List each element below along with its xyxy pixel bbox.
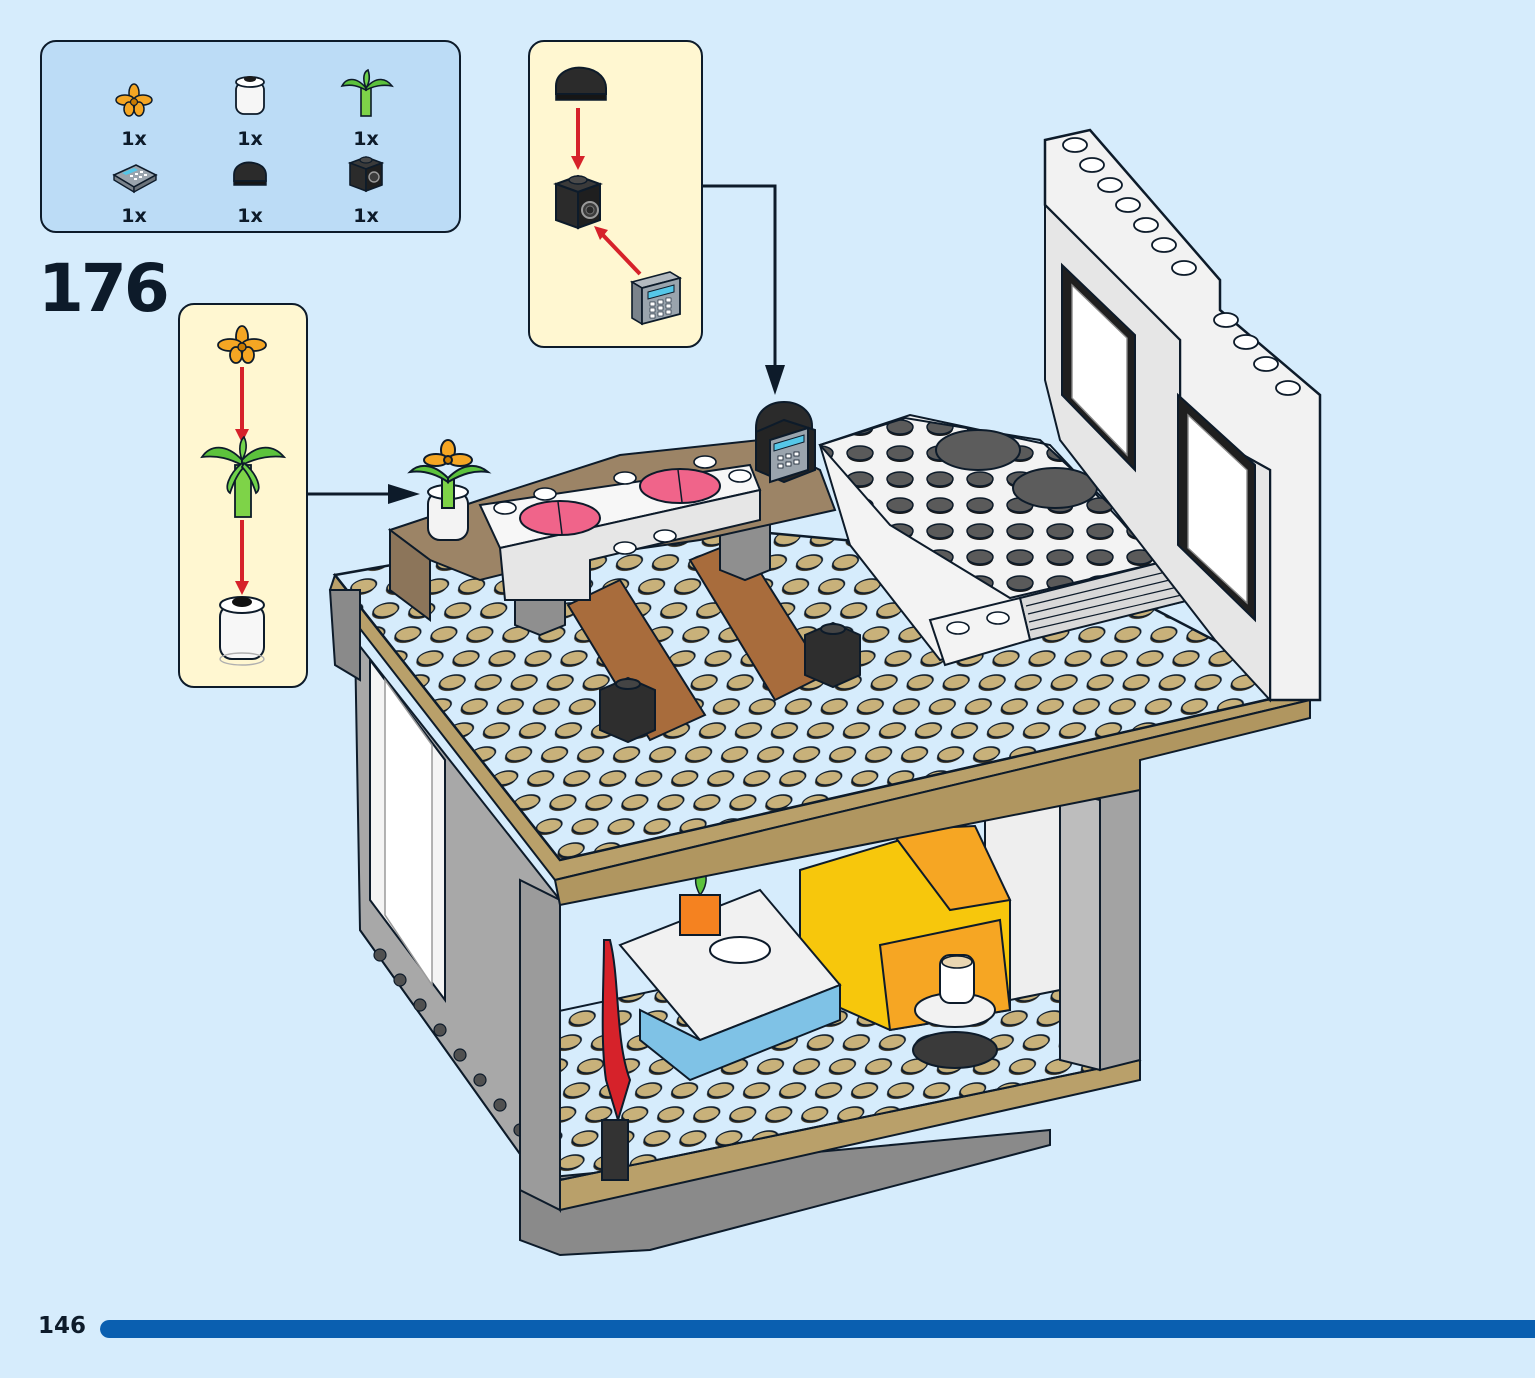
part-qty: 1x [237,128,263,150]
rounded-tile-icon [555,66,607,101]
placed-flower [407,439,492,541]
callout-flower-assembly [178,303,308,688]
orange-pot [679,894,721,936]
round-table-base [912,1031,998,1069]
model-illustration [328,128,1322,1257]
plant-stem-icon [340,68,394,117]
plant-stem-icon [200,435,287,518]
parts-list: 1x 1x 1x 1x [40,40,461,233]
keypad-tile-icon [629,271,683,326]
part-qty: 1x [353,128,379,150]
burner-right [1012,467,1098,509]
part-flower: 1x [104,68,184,150]
progress-bar-fill [100,1320,1535,1338]
placed-keypad-brick [755,400,816,484]
part-qty: 1x [121,128,147,150]
flower-icon [217,325,267,364]
flower-assembly-diagram [200,325,287,666]
part-rounded-tile: 1x [220,145,300,227]
round-brick-transparent-icon [235,76,265,115]
part-keypad-tile: 1x [104,145,184,227]
step-number: 176 [38,250,170,327]
progress-bar [100,1320,1535,1338]
flower-icon [115,83,153,117]
burner-left [935,429,1021,471]
round-brick-transparent-icon [219,596,265,666]
keypad-assembly-diagram [553,66,683,326]
part-round-brick: 1x [220,68,300,150]
part-qty: 1x [121,205,147,227]
part-plant-stem: 1x [336,68,416,150]
base-bottom [519,1128,1051,1257]
part-qty: 1x [353,205,379,227]
part-qty: 1x [237,205,263,227]
callout-keypad-assembly [528,40,703,348]
page-number: 146 [38,1313,87,1339]
rounded-tile-icon [233,161,267,186]
part-headlight-brick: 1x [336,145,416,227]
headlight-brick-icon [347,156,385,193]
wall-top-studs [1062,137,1301,396]
headlight-brick-icon [553,174,603,230]
keypad-tile-icon [112,164,158,194]
counter-studs [493,455,752,555]
blue-table-base [639,983,841,1082]
